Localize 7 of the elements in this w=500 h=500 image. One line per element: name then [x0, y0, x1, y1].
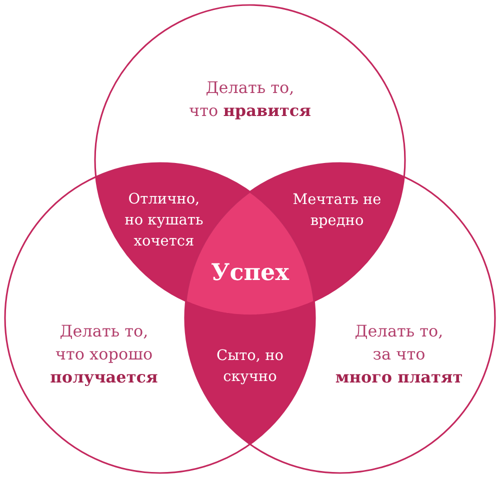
set-label: Делать то, что нравится: [189, 77, 311, 122]
set-label: Делать то, что хорошо получается: [50, 320, 158, 388]
center-label: Успех: [211, 258, 289, 287]
overlap-label: Мечтать не вредно: [292, 190, 382, 231]
overlap-label: Отлично, но кушать хочется: [124, 190, 204, 252]
set-label: Делать то, за что много платят: [335, 320, 463, 388]
overlap-label: Сыто, но скучно: [216, 346, 284, 387]
